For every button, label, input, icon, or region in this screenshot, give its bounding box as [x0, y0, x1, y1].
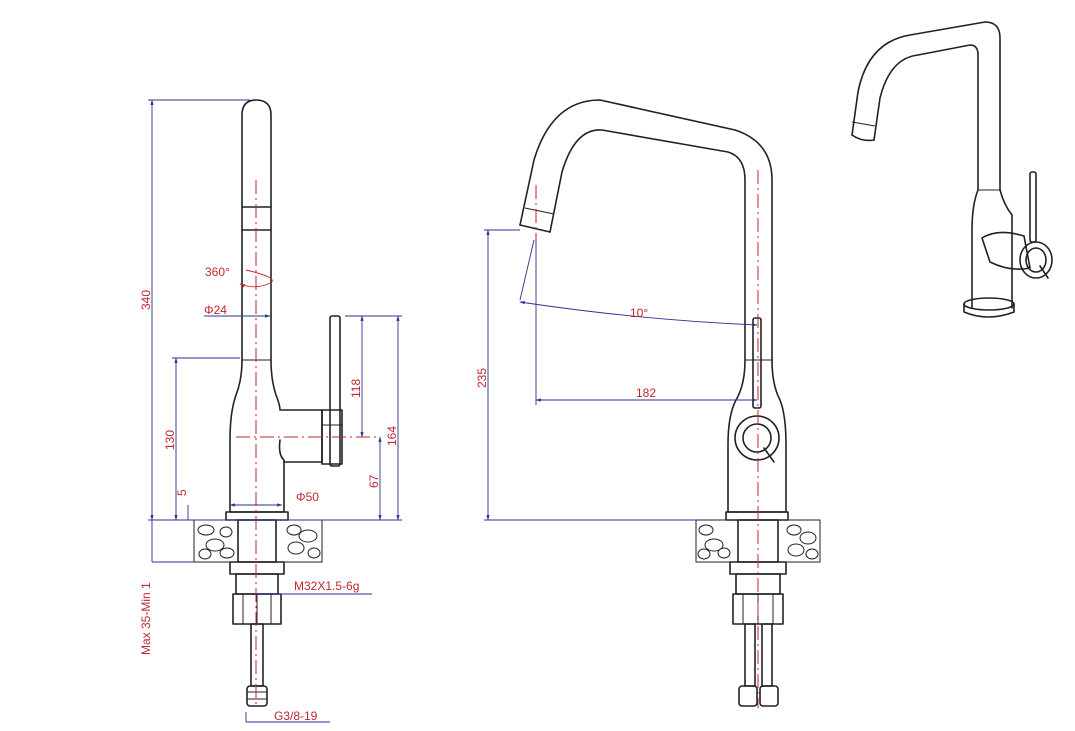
dim-spout-angle: 10°	[630, 306, 648, 320]
dim-deck-thickness: Max 35-Min 1	[139, 582, 153, 655]
dim-handle-axis: 67	[367, 474, 381, 488]
dim-rotation: 360°	[205, 265, 230, 279]
countertop-section-left	[193, 519, 323, 563]
dim-height-total: 340	[139, 290, 153, 310]
front-view: 235 10° 182	[475, 99, 821, 708]
dim-base-gap: 5	[175, 489, 189, 496]
dim-body-height: 130	[163, 430, 177, 450]
dim-handle-height: 164	[385, 426, 399, 446]
dim-thread: M32X1.5-6g	[294, 579, 359, 593]
dim-spout-dia: Φ24	[204, 303, 227, 317]
dim-spout-height: 235	[475, 368, 489, 388]
dim-lever-height: 118	[349, 379, 363, 398]
perspective-view	[851, 21, 1053, 318]
dim-hose-thread: G3/8-19	[274, 709, 318, 723]
dim-base-dia: Φ50	[296, 490, 319, 504]
side-view: 340 360° Φ24 118 130 164 5 67 Φ50 M32X1.…	[139, 99, 402, 723]
dim-reach: 182	[636, 386, 656, 400]
